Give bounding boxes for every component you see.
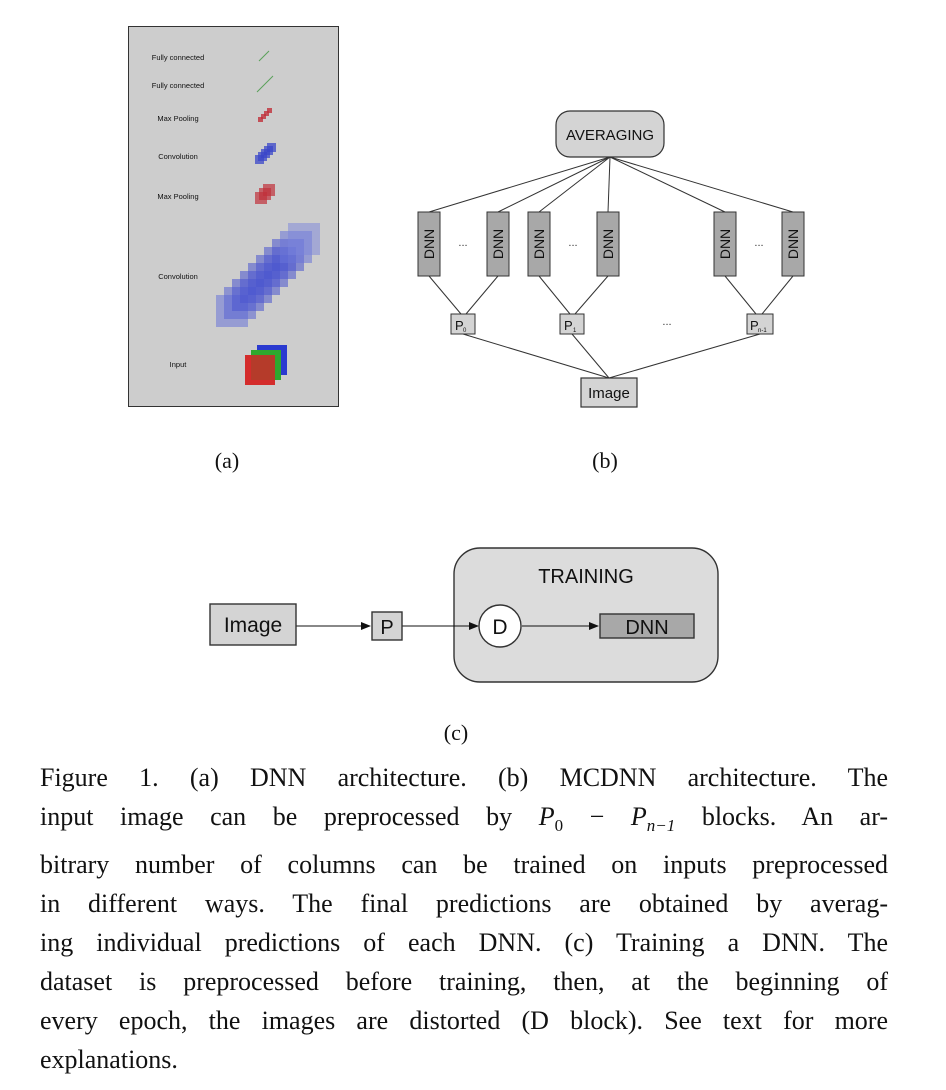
figure-caption: Figure 1. (a) DNN architecture. (b) MCDN… (40, 758, 888, 1079)
panel-a-caption: (a) (214, 448, 240, 473)
svg-text:P: P (750, 318, 759, 333)
mcdnn-architecture-diagram: AVERAGING DNN DNN DNN DNN DNN DNN ... ..… (417, 110, 805, 408)
caption-line-3: bitrary number of columns can be trained… (40, 850, 888, 879)
training-dnn-box: DNN (599, 613, 695, 639)
preprocessor-box-p1: P 1 (559, 313, 585, 335)
caption-line-7: every epoch, the images are distorted (D… (40, 1006, 888, 1035)
panel-b-caption: (b) (592, 448, 618, 473)
panel-c-caption: (c) (443, 720, 469, 745)
svg-text:DNN: DNN (785, 229, 801, 259)
layer-label-convolution-2: Convolution (158, 272, 198, 281)
preprocessor-box-p0: P 0 (450, 313, 476, 335)
dnn-architecture-panel: Fully connected Fully connected Max Pool… (128, 26, 339, 407)
caption-line-1: Figure 1. (a) DNN architecture. (b) MCDN… (40, 763, 888, 792)
svg-text:DNN: DNN (490, 229, 506, 259)
image-box: Image (580, 377, 638, 408)
svg-text:n-1: n-1 (758, 328, 767, 334)
averaging-connections (428, 156, 794, 213)
svg-text:DNN: DNN (600, 229, 616, 259)
layer-stack-graphics (216, 50, 320, 385)
svg-text:P: P (564, 318, 573, 333)
dnn-column-3: DNN (527, 211, 551, 277)
max-pooling-layer-2 (255, 184, 275, 204)
svg-text:1: 1 (573, 328, 577, 334)
training-preprocessor-box: P (371, 611, 403, 641)
layer-label-fully-connected-1: Fully connected (151, 53, 205, 62)
svg-text:DNN: DNN (717, 229, 733, 259)
caption-line-2: input image can be preprocessed by P0 − … (40, 802, 888, 835)
averaging-box: AVERAGING (555, 110, 665, 158)
training-container: TRAINING (453, 547, 719, 683)
caption-line-8: explanations. (40, 1045, 178, 1074)
dnn-column-2: DNN (486, 211, 510, 277)
layer-label-max-pooling-1: Max Pooling (157, 114, 199, 123)
training-image-box: Image (209, 603, 297, 646)
dnn-column-4: DNN (596, 211, 620, 277)
convolution-layer-1 (255, 143, 276, 164)
fully-connected-layer-2 (256, 75, 274, 93)
svg-text:Image: Image (224, 614, 282, 637)
dnn-column-1: DNN (417, 211, 441, 277)
max-pooling-layer-1 (258, 108, 272, 122)
caption-line-4: in different ways. The final predictions… (40, 889, 888, 918)
dnn-column-6: DNN (781, 211, 805, 277)
ellipsis-2: ... (568, 237, 577, 249)
averaging-label: AVERAGING (566, 127, 654, 144)
svg-text:P: P (380, 617, 393, 639)
svg-text:D: D (492, 616, 507, 639)
dnn-column-5: DNN (713, 211, 737, 277)
caption-line-5: ing individual predictions of each DNN. … (40, 928, 888, 957)
fully-connected-layer-1 (258, 50, 270, 62)
training-label: TRAINING (538, 566, 634, 588)
svg-text:P: P (455, 318, 464, 333)
svg-text:DNN: DNN (625, 617, 668, 639)
layer-label-convolution-1: Convolution (158, 152, 198, 161)
layer-label-fully-connected-2: Fully connected (151, 81, 205, 90)
ellipsis-4: ... (662, 316, 671, 328)
preprocessor-connections (428, 275, 794, 315)
ellipsis-3: ... (754, 237, 763, 249)
training-diagram: TRAINING Image P D DNN (209, 547, 719, 683)
svg-text:Image: Image (588, 385, 630, 402)
preprocessor-box-pn-1: P n-1 (746, 313, 774, 335)
svg-text:DNN: DNN (421, 229, 437, 259)
convolution-layer-2 (216, 223, 320, 327)
layer-label-input: Input (169, 360, 187, 369)
svg-text:DNN: DNN (531, 229, 547, 259)
layer-label-max-pooling-2: Max Pooling (157, 192, 199, 201)
caption-line-6: dataset is preprocessed before training,… (40, 967, 888, 996)
ellipsis-1: ... (458, 237, 467, 249)
distortion-circle: D (478, 604, 522, 648)
svg-text:0: 0 (463, 328, 467, 334)
input-layer (245, 345, 287, 385)
image-connections (462, 333, 761, 379)
